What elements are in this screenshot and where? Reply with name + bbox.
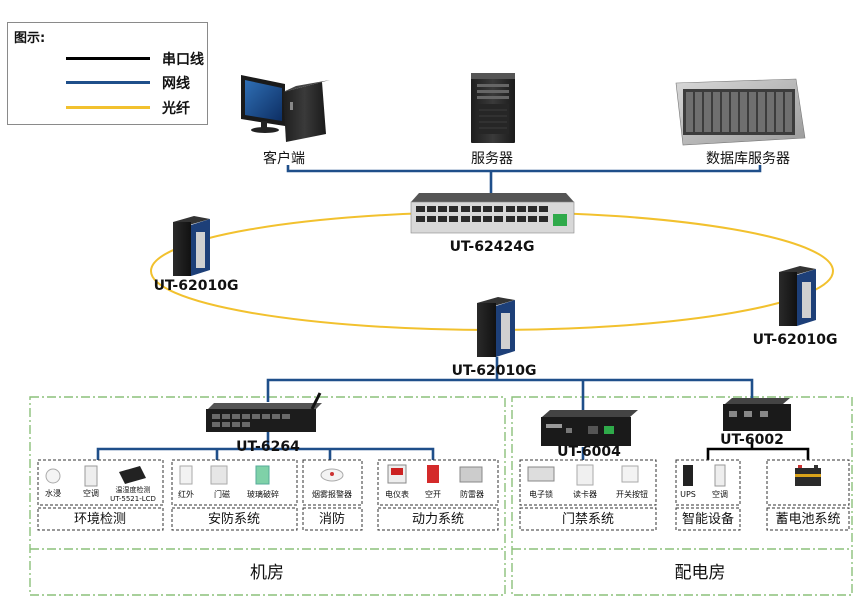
item-exit-button: 开关按钮	[616, 489, 648, 499]
item-infrared: 红外	[178, 489, 194, 499]
label-middle-switch: UT-62010G	[452, 363, 537, 379]
infrared-icon	[179, 465, 193, 485]
core-switch-icon	[410, 193, 575, 234]
group-battery: 蓄电池系统	[775, 465, 841, 527]
group-env: 水浸 空调 温湿度检测 UT-5521-LCD 环境检测	[45, 465, 156, 527]
group-boxes	[37, 459, 850, 531]
label-ut6004: UT-6004	[557, 444, 621, 460]
legend-label-network: 网线	[162, 76, 190, 92]
right-switch-icon	[779, 266, 816, 326]
legend-line-serial	[66, 57, 150, 60]
item-door-sensor: 门磁	[214, 489, 230, 499]
group-label-env: 环境检测	[74, 512, 126, 527]
middle-switch-icon	[477, 297, 515, 357]
item-aircon: 空调	[83, 488, 99, 498]
zone-label-power-room: 配电房	[675, 563, 726, 583]
group-label-fire: 消防	[319, 511, 345, 527]
legend-line-fiber	[66, 106, 150, 109]
item-ut5521: UT-5521-LCD	[110, 495, 156, 503]
group-label-smart: 智能设备	[682, 511, 734, 527]
item-electric-lock: 电子锁	[529, 489, 553, 499]
zone-power-room: 配电房	[511, 396, 853, 596]
door-sensor-icon	[210, 465, 228, 485]
item-water: 水浸	[45, 488, 61, 498]
gateway-ut6264-icon	[206, 392, 322, 432]
group-label-security: 安防系统	[208, 511, 260, 527]
thermometer-icon	[119, 466, 146, 484]
server-icon	[471, 73, 515, 143]
label-ut6002: UT-6002	[720, 432, 784, 448]
lock-icon	[527, 466, 555, 482]
label-client: 客户端	[263, 150, 305, 167]
label-ut6264: UT-6264	[236, 439, 300, 455]
gateway-network-bus	[266, 357, 754, 412]
top-network-bus	[286, 165, 762, 195]
ups-icon	[683, 465, 693, 486]
aircon-icon	[714, 464, 726, 487]
group-label-power: 动力系统	[412, 512, 464, 527]
group-security: 红外 门磁 玻璃破碎 安防系统	[178, 465, 279, 527]
legend-title: 图示:	[14, 31, 46, 46]
group-label-access: 门禁系统	[562, 512, 614, 527]
ut6002-serial-branch	[706, 440, 810, 460]
group-smart: UPS 空调 智能设备	[680, 464, 734, 527]
legend-item-fiber: 光纤	[66, 97, 204, 117]
legend-item-serial: 串口线	[66, 48, 204, 68]
client-pc-icon	[241, 75, 330, 142]
item-meter: 电仪表	[385, 489, 409, 499]
label-server: 服务器	[471, 151, 513, 167]
surge-protector-icon	[459, 466, 483, 483]
group-access: 电子锁 读卡器 开关按钮 门禁系统	[527, 464, 648, 527]
ut6264-branch	[96, 432, 435, 460]
glass-break-icon	[255, 465, 270, 485]
group-power: 电仪表 空开 防雷器 动力系统	[385, 464, 484, 527]
legend-line-network	[66, 81, 150, 84]
legend-label-fiber: 光纤	[162, 101, 190, 117]
item-aircon-2: 空调	[712, 489, 728, 499]
item-ups: UPS	[680, 490, 696, 499]
legend-label-serial: 串口线	[162, 52, 204, 68]
exit-button-icon	[621, 465, 639, 483]
label-db-server: 数据库服务器	[706, 151, 790, 167]
gateway-ut6004-icon	[541, 410, 638, 446]
label-right-switch: UT-62010G	[753, 332, 838, 348]
item-surge: 防雷器	[460, 489, 484, 499]
gateway-ut6002-icon	[723, 398, 791, 431]
database-server-icon	[675, 78, 806, 146]
item-card-reader: 读卡器	[573, 489, 597, 499]
item-temp-humidity: 温湿度检测	[116, 485, 151, 494]
item-smoke-alarm: 烟雾报警器	[312, 489, 352, 499]
legend-item-network: 网线	[66, 72, 204, 92]
card-reader-icon	[576, 464, 594, 486]
label-left-switch: UT-62010G	[154, 278, 239, 294]
zone-label-machine-room: 机房	[250, 563, 284, 583]
label-core-switch: UT-62424G	[450, 239, 535, 255]
zone-machine-room: 机房	[29, 396, 506, 596]
aircon-icon	[84, 465, 98, 487]
legend-box: 图示: 串口线 网线 光纤	[7, 22, 208, 125]
group-fire: 烟雾报警器 消防	[312, 468, 352, 527]
group-label-battery: 蓄电池系统	[775, 512, 840, 527]
left-switch-icon	[173, 216, 210, 276]
item-glass-break: 玻璃破碎	[247, 489, 279, 499]
breaker-icon	[427, 465, 439, 483]
item-breaker: 空开	[425, 489, 441, 499]
